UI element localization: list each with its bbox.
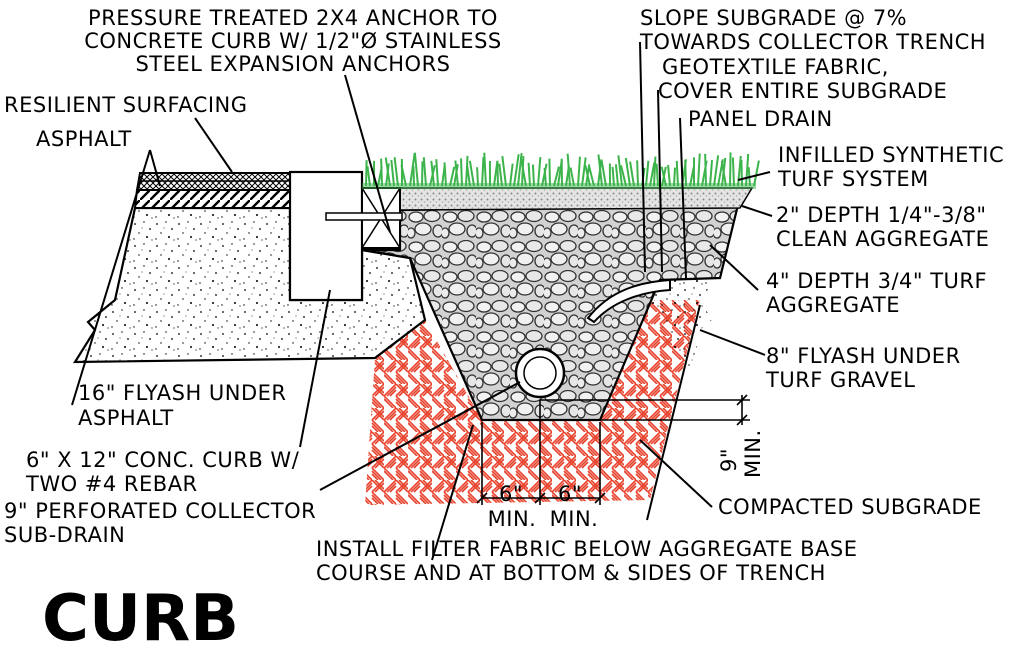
label-geotextile-line2: COVER ENTIRE SUBGRADE — [658, 79, 947, 103]
expansion-anchor-bolt — [325, 212, 403, 221]
concrete-curb — [288, 170, 364, 302]
label-turf-aggregate-line2: AGGREGATE — [766, 293, 900, 317]
label-turf-system-line2: TURF SYSTEM — [777, 167, 929, 191]
compacted-subgrade-zone — [365, 300, 700, 505]
label-turf-system-line1: INFILLED SYNTHETIC — [778, 143, 1004, 167]
label-panel-drain: PANEL DRAIN — [688, 107, 833, 131]
dim-nine: 9" — [717, 448, 741, 472]
label-flyash-asphalt-line1: 16" FLYASH UNDER — [78, 381, 287, 405]
leader-lines — [71, 41, 773, 561]
label-anchor-line2: CONCRETE CURB W/ 1/2"Ø STAINLESS — [84, 29, 502, 53]
label-asphalt: ASPHALT — [36, 127, 132, 151]
label-curb-line1: 6" X 12" CONC. CURB W/ — [26, 448, 300, 472]
label-filter-line1: INSTALL FILTER FABRIC BELOW AGGREGATE BA… — [316, 537, 858, 561]
label-clean-aggregate-line1: 2" DEPTH 1/4"-3/8" — [776, 203, 987, 227]
drawing-title: CURB — [42, 582, 239, 656]
flyash-under-turf-zone — [648, 280, 715, 380]
label-curb-line2: TWO #4 REBAR — [25, 472, 198, 496]
label-slope-line1: SLOPE SUBGRADE @ 7% — [640, 6, 907, 30]
label-resilient-surfacing: RESILIENT SURFACING — [4, 93, 248, 117]
label-collector-line1: 9" PERFORATED COLLECTOR — [4, 499, 316, 523]
label-filter-line2: COURSE AND AT BOTTOM & SIDES OF TRENCH — [316, 561, 826, 585]
label-geotextile-line1: GEOTEXTILE FABRIC, — [662, 55, 889, 79]
dim-nine-min: MIN. — [741, 429, 765, 478]
asphalt-layer — [133, 189, 291, 209]
label-anchor-line1: PRESSURE TREATED 2X4 ANCHOR TO — [88, 6, 498, 30]
dim-six-left: 6" — [499, 482, 523, 506]
label-compacted-subgrade: COMPACTED SUBGRADE — [718, 495, 982, 519]
synthetic-turf-grass — [365, 152, 760, 187]
dim-six-right: 6" — [558, 482, 582, 506]
label-flyash-turf-line1: 8" FLYASH UNDER — [766, 344, 961, 368]
label-clean-aggregate-line2: CLEAN AGGREGATE — [776, 227, 989, 251]
dim-min-right: MIN. — [550, 507, 599, 531]
panel-drain — [586, 278, 671, 324]
label-turf-aggregate-line1: 4" DEPTH 3/4" TURF — [766, 269, 987, 293]
label-flyash-asphalt-line2: ASPHALT — [78, 406, 174, 430]
label-flyash-turf-line2: TURF GRAVEL — [765, 368, 915, 392]
label-anchor-line3: STEEL EXPANSION ANCHORS — [135, 52, 450, 76]
dim-min-left: MIN. — [488, 507, 537, 531]
label-slope-line2: TOWARDS COLLECTOR TRENCH — [639, 30, 986, 54]
dimension-lines — [476, 394, 750, 505]
label-collector-line2: SUB-DRAIN — [4, 523, 125, 547]
